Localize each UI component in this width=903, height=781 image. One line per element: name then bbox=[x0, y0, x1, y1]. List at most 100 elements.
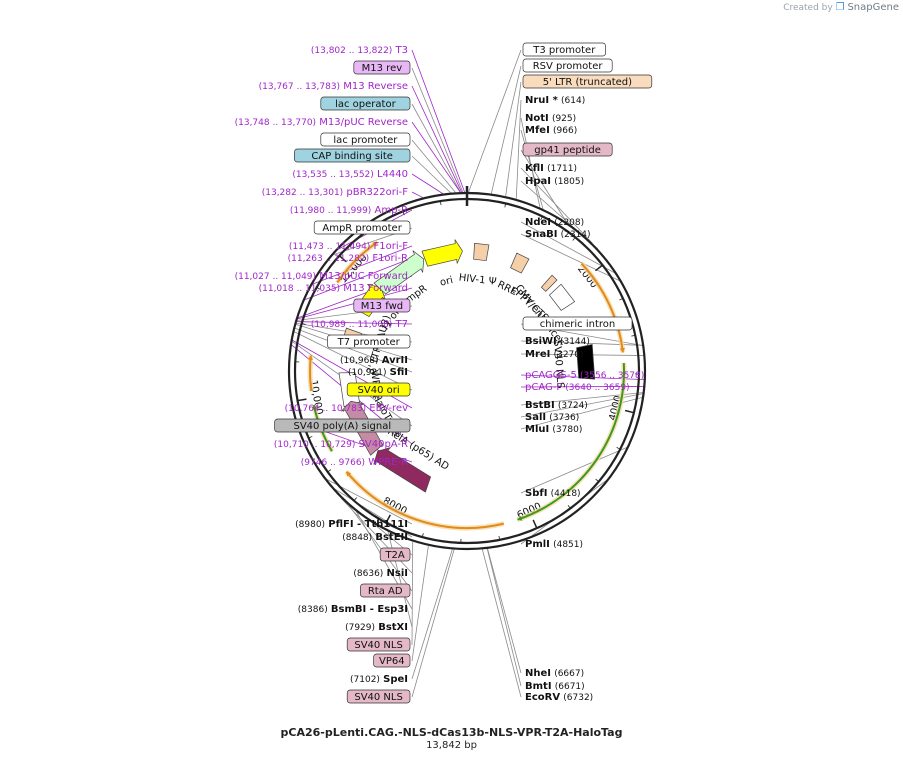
primer-label-pbr322ori-f: (13,282 .. 13,301) pBR322ori-F bbox=[262, 187, 409, 198]
enzyme-position: (10,968) bbox=[340, 356, 379, 366]
primer-label-m13-forward: (11,018 .. 11,035) M13 Forward bbox=[259, 283, 408, 294]
primer-range: (13,748 .. 13,770) bbox=[235, 118, 316, 128]
primer-range: (3556 .. 3578) bbox=[580, 371, 644, 381]
feature-sv40-nls bbox=[576, 344, 596, 380]
feature-box-label-lac-operator: lac operator bbox=[335, 99, 396, 110]
leader-line bbox=[411, 67, 464, 193]
primer-name: SV40pA-R bbox=[359, 439, 408, 450]
leader-line bbox=[387, 531, 413, 628]
enzyme-position: (4418) bbox=[551, 489, 581, 499]
feature-box bbox=[522, 74, 653, 89]
primer-name: M13/pUC Forward bbox=[319, 271, 408, 282]
ruler-tick bbox=[567, 505, 571, 509]
snapgene-logo-icon: ❐ bbox=[835, 2, 845, 13]
orf-arrowhead bbox=[307, 355, 313, 360]
enzyme-label-ecorv: EcoRV (6732) bbox=[525, 692, 593, 703]
feature-box bbox=[346, 637, 411, 652]
enzyme-position: (614) bbox=[561, 96, 585, 106]
primer-name: M13/pUC Reverse bbox=[319, 117, 408, 128]
leader-line bbox=[520, 233, 623, 283]
primer-range: (11,027 .. 11,049) bbox=[235, 272, 316, 282]
primer-name: M13 Reverse bbox=[343, 81, 408, 92]
enzyme-name: EcoRV bbox=[525, 692, 560, 703]
leader-line bbox=[520, 149, 567, 223]
primer-range: (13,282 .. 13,301) bbox=[262, 188, 343, 198]
ruler-tick bbox=[385, 514, 391, 524]
leader-line bbox=[309, 245, 413, 286]
leader-line bbox=[487, 548, 522, 674]
primer-label-amp-r: (11,980 .. 11,999) Amp-R bbox=[290, 205, 408, 216]
ruler-tick bbox=[504, 203, 507, 208]
leader-line bbox=[411, 139, 456, 193]
orf-arrowhead bbox=[619, 347, 625, 353]
enzyme-name: MfeI bbox=[525, 125, 550, 136]
primer-name: pBR322ori-F bbox=[346, 187, 408, 198]
enzyme-label-ndei: NdeI (2208) bbox=[525, 217, 584, 228]
primer-range: (13,802 .. 13,822) bbox=[311, 46, 392, 56]
enzyme-name: BstXI bbox=[378, 622, 408, 633]
ruler-tick bbox=[595, 478, 599, 482]
primer-label-t7: (10,989 .. 11,008) T7 bbox=[311, 319, 408, 330]
enzyme-position: (6671) bbox=[555, 682, 585, 692]
leader-line bbox=[486, 548, 522, 687]
ruler-tick bbox=[338, 255, 347, 263]
enzyme-position: (3780) bbox=[552, 425, 582, 435]
feature-box-label-sv40-ori: SV40 ori bbox=[358, 385, 400, 396]
primer-range: (13,767 .. 13,783) bbox=[259, 82, 340, 92]
primer-label-m13-puc-reverse: (13,748 .. 13,770) M13/pUC Reverse bbox=[235, 117, 408, 128]
enzyme-label-noti: NotI (925) bbox=[525, 113, 576, 124]
primer-name: T3 bbox=[395, 45, 408, 56]
leader-line bbox=[520, 167, 593, 244]
ruler-tick bbox=[308, 436, 313, 439]
enzyme-name: MluI bbox=[525, 424, 549, 435]
enzyme-position: (4851) bbox=[553, 540, 583, 550]
leader-line bbox=[411, 191, 423, 198]
leader-line bbox=[505, 81, 522, 197]
enzyme-position: (925) bbox=[552, 114, 576, 124]
leader-line bbox=[515, 99, 522, 199]
primer-range: (3640 .. 3659) bbox=[565, 383, 629, 393]
feature-box bbox=[346, 689, 411, 704]
primer-label-sv40pa-r: (10,710 .. 10,729) SV40pA-R bbox=[274, 439, 408, 450]
enzyme-position: (7929) bbox=[345, 623, 375, 633]
orf-arc bbox=[517, 363, 625, 521]
ruler-tick bbox=[421, 533, 424, 538]
ruler-tick bbox=[301, 322, 306, 325]
primer-range: (11,473 .. 11,494) bbox=[289, 242, 370, 252]
enzyme-name: AvrII bbox=[382, 355, 408, 366]
enzyme-label-pflfi-tth111i: (8980) PflFI - Tth111I bbox=[295, 519, 408, 530]
ruler-tick bbox=[327, 469, 332, 473]
ruler-tick bbox=[532, 519, 538, 529]
feature-box bbox=[373, 653, 411, 668]
enzyme-label-mrei: MreI (3270) bbox=[525, 349, 584, 360]
enzyme-name: SpeI bbox=[383, 674, 408, 685]
created-by-text: Created by bbox=[783, 3, 833, 13]
leader-line bbox=[411, 155, 451, 194]
enzyme-label-nhei: NheI (6667) bbox=[525, 668, 584, 679]
primer-label-l4440: (13,535 .. 13,552) L4440 bbox=[292, 169, 408, 180]
enzyme-name: BsiWI bbox=[525, 336, 557, 347]
primer-name: pCAG-F bbox=[525, 382, 562, 393]
enzyme-label-sali: SalI (3736) bbox=[525, 412, 579, 423]
feature-box bbox=[294, 148, 411, 163]
leader-line bbox=[294, 321, 413, 325]
enzyme-label-bsiwi: BsiWI (3144) bbox=[525, 336, 590, 347]
enzyme-name: NdeI bbox=[525, 217, 551, 228]
feature-rela-p65-ad bbox=[373, 447, 432, 493]
feature-box bbox=[320, 132, 411, 147]
enzyme-label-nrui: NruI * (614) bbox=[525, 95, 585, 106]
enzyme-label-bstbi: BstBI (3724) bbox=[525, 400, 588, 411]
feature-box-label-t2a: T2A bbox=[384, 550, 404, 561]
orf-arcs bbox=[307, 240, 627, 531]
enzyme-label-pmli: PmlI (4851) bbox=[525, 539, 583, 550]
primer-label-wpre-r: (9746 .. 9766) WPRE-R bbox=[301, 457, 408, 468]
enzyme-name: PflFI - Tth111I bbox=[328, 519, 408, 530]
enzyme-label-snabi: SnaBI (2314) bbox=[525, 229, 591, 240]
leader-line bbox=[411, 549, 453, 680]
primer-range: (11,980 .. 11,999) bbox=[290, 206, 371, 216]
enzyme-name: BstEII bbox=[375, 532, 408, 543]
enzyme-name: BstBI bbox=[525, 400, 555, 411]
enzyme-position: (8386) bbox=[298, 605, 328, 615]
leader-line bbox=[411, 549, 455, 698]
